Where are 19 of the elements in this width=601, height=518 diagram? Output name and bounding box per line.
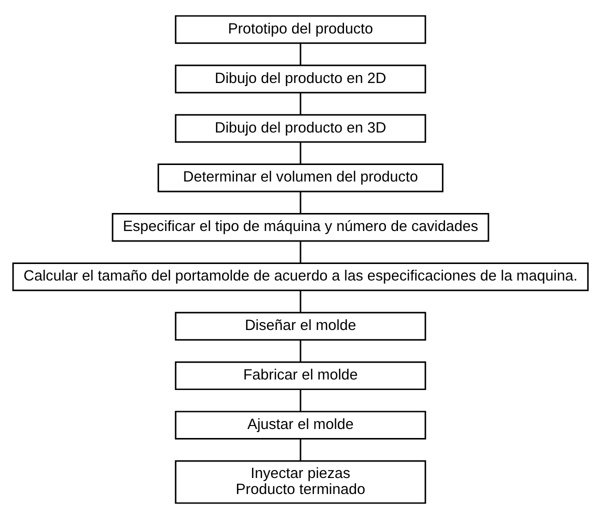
connector <box>300 142 302 164</box>
connector <box>300 191 302 214</box>
node-box: Dibujo del producto en 2D <box>174 64 426 93</box>
connector <box>300 340 302 362</box>
node-box: Determinar el volumen del producto <box>158 163 444 192</box>
node-box: Prototipo del producto <box>174 14 426 44</box>
node-box: Fabricar el molde <box>174 360 426 390</box>
node-box: Diseñar el molde <box>174 311 426 340</box>
node-box: Inyectar piezas Producto terminado <box>174 460 426 504</box>
connector <box>300 290 302 312</box>
node-box: Dibujo del producto en 3D <box>174 114 426 142</box>
connector <box>300 43 302 65</box>
connector <box>300 92 302 114</box>
node-box: Especificar el tipo de máquina y número de cavidades <box>112 212 490 242</box>
connector <box>300 438 302 460</box>
node-box: Calcular el tamaño del portamolde de acuerdo a las especificaciones de la maquina. <box>12 262 589 291</box>
connector <box>300 240 302 263</box>
connector <box>300 389 302 411</box>
node-box: Ajustar el molde <box>174 410 426 439</box>
